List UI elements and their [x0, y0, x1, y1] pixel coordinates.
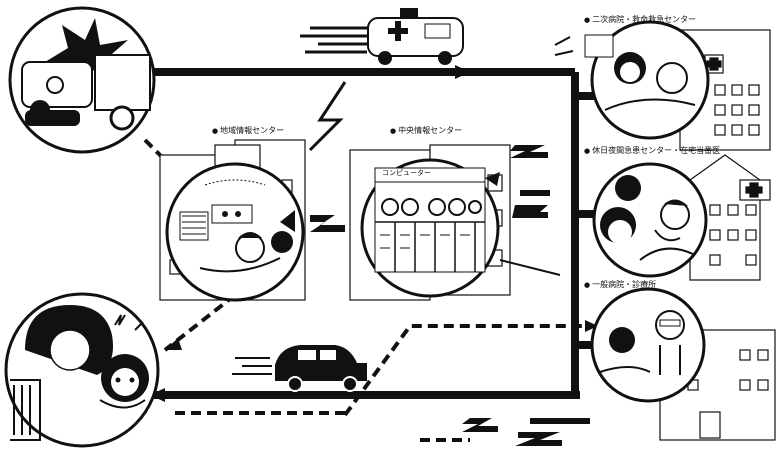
computer-label: コンピューター [382, 169, 431, 177]
data-link-bolts-hospitals-to-central [485, 145, 561, 276]
solid-flow-lines [150, 68, 600, 399]
central-center-label: 中央情報センター [390, 125, 462, 136]
regional-center-interior-circle [165, 162, 305, 302]
general-clinic-circle [590, 287, 706, 403]
holiday-center-circle [592, 162, 708, 278]
traffic-accident-circle [8, 6, 156, 154]
mother-child-caller-circle [4, 292, 160, 448]
secondary-hospital-circle [554, 20, 710, 140]
regional-center-label: 地域情報センター [212, 125, 284, 136]
legend-solid-line [530, 418, 590, 424]
secondary-hospital-label: 二次病院・救命救急センター [584, 14, 696, 25]
radio-signal-bolt [308, 81, 347, 152]
car [232, 345, 367, 392]
data-link-bolt-central-to-regional [280, 210, 345, 232]
holiday-center-label: 休日夜間急患センター・在宅当番医 [584, 145, 720, 156]
holiday-center-building [689, 154, 771, 281]
legend-radio-bolt [462, 418, 498, 432]
central-center-computer-circle [360, 158, 500, 298]
flow-arrowheads [150, 65, 470, 402]
ambulance [300, 8, 464, 65]
general-clinic-label: 一般病院・診療所 [584, 279, 656, 290]
legend [420, 418, 590, 446]
legend-radio-bolt-2 [515, 432, 562, 446]
